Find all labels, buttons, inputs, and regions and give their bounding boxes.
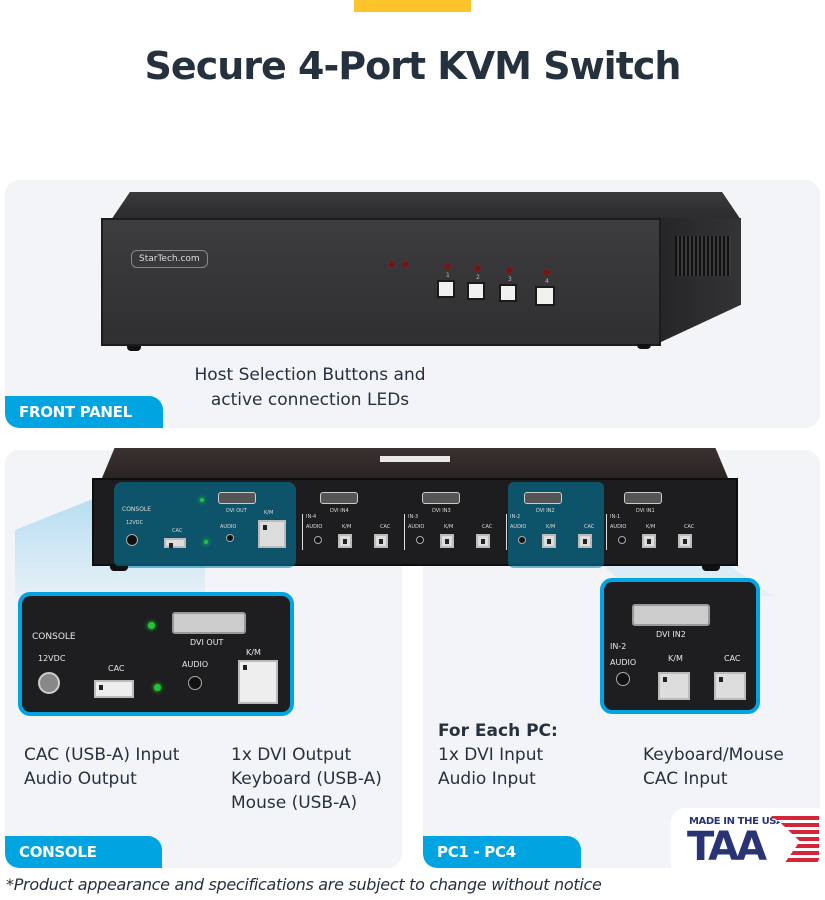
cac-in4-port — [374, 534, 388, 548]
km-in2-port — [542, 534, 556, 548]
power-jack-icon — [38, 672, 60, 694]
console-zoom-card: CONSOLE 12VDC CAC DVI OUT AUDIO K/M — [18, 592, 294, 716]
kvm-front-image: StarTech.com 1 2 3 4 — [101, 192, 741, 352]
dvi-in3-port — [422, 492, 460, 504]
pc-ports-heading: For Each PC: — [438, 721, 558, 741]
dvi-in2-icon — [632, 604, 710, 626]
status-led — [403, 262, 408, 267]
host-led-1 — [445, 264, 450, 269]
status-led — [389, 262, 394, 267]
host-number: 2 — [476, 274, 480, 281]
console-spec-left: CAC (USB-A) Input Audio Output — [24, 745, 180, 789]
pc-port-zoom-card: DVI IN2 IN-2 AUDIO K/M CAC — [600, 578, 760, 714]
host-number: 3 — [508, 276, 512, 283]
km-usb-b-icon — [658, 672, 690, 700]
audio-jack-icon — [188, 676, 202, 690]
accent-bar — [354, 0, 471, 12]
host-button-3[interactable] — [499, 284, 517, 302]
vent-grille — [675, 236, 731, 276]
front-panel-caption: Host Selection Buttons and active connec… — [194, 365, 426, 410]
brand-logo: StarTech.com — [131, 250, 208, 268]
audio-out-jack — [226, 534, 234, 542]
console-ports-tab: CONSOLE PORTS — [5, 836, 162, 868]
host-button-2[interactable] — [467, 282, 485, 300]
audio-in1-jack — [618, 536, 626, 544]
kvm-rear-image: CONSOLE 12VDC CAC DVI OUT AUDIO K/M IN-4… — [0, 448, 825, 573]
pc-ports-tab: PC1 - PC4 PORTS — [423, 836, 581, 868]
front-panel-section: StarTech.com 1 2 3 4 Host Selection Butt… — [5, 180, 820, 428]
status-led — [154, 684, 161, 691]
cac-usb-a-icon — [94, 680, 134, 698]
dvi-in1-port — [624, 492, 662, 504]
audio-in2-jack — [518, 536, 526, 544]
dvi-in2-port — [524, 492, 562, 504]
km-in1-port — [642, 534, 656, 548]
dvi-out-icon — [172, 612, 246, 634]
host-led-2 — [475, 266, 480, 271]
front-panel-tab: FRONT PANEL — [5, 396, 163, 428]
host-led-3 — [507, 268, 512, 273]
host-button-1[interactable] — [437, 280, 455, 298]
page-title: Secure 4-Port KVM Switch — [144, 44, 682, 88]
host-number: 1 — [446, 272, 450, 279]
cac-in3-port — [476, 534, 490, 548]
status-led — [148, 622, 155, 629]
cac-usb-b-icon — [714, 672, 746, 700]
km-in4-port — [338, 534, 352, 548]
dvi-out-port — [218, 492, 256, 504]
host-button-4[interactable] — [535, 286, 555, 306]
km-in3-port — [440, 534, 454, 548]
km-usb-a-ports — [258, 520, 286, 548]
disclaimer: *Product appearance and specifications a… — [6, 875, 602, 894]
host-led-4 — [544, 270, 549, 275]
cac-in1-port — [678, 534, 692, 548]
cac-usb-a-port — [164, 538, 186, 548]
pc-spec-right: Keyboard/Mouse CAC Input — [643, 745, 784, 789]
pc-spec-left: 1x DVI Input Audio Input — [438, 745, 544, 789]
audio-jack-icon — [616, 672, 630, 686]
km-usb-a-icon — [238, 660, 278, 704]
host-number: 4 — [545, 278, 549, 285]
audio-in3-jack — [416, 536, 424, 544]
audio-in4-jack — [314, 536, 322, 544]
dvi-in4-port — [320, 492, 358, 504]
taa-badge: MADE IN THE USA TAA — [671, 808, 820, 868]
power-jack — [126, 534, 138, 546]
console-spec-right: 1x DVI Output Keyboard (USB-A) Mouse (US… — [231, 745, 382, 813]
cac-in2-port — [578, 534, 592, 548]
